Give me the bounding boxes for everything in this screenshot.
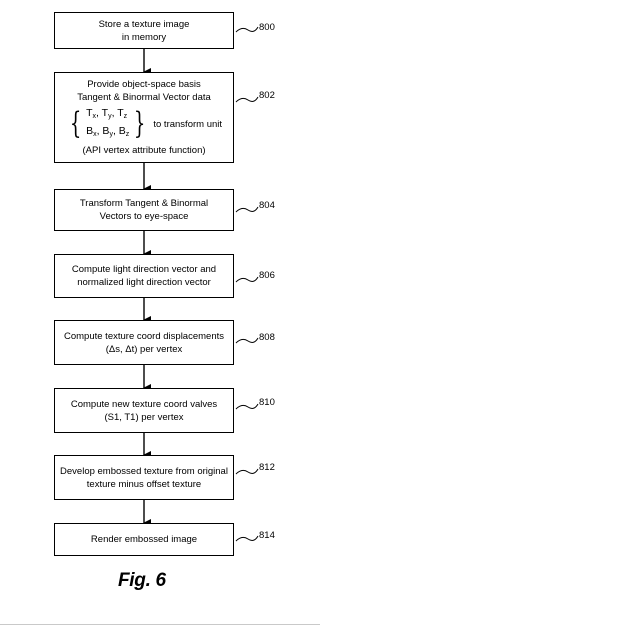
step-800-box: Store a texture image in memory [54, 12, 234, 49]
step-810-line-1: Compute new texture coord valves [70, 398, 218, 410]
vector-group: { Tx, Ty, Tz Bx, By, Bz } to transform u… [66, 106, 222, 142]
step-810-box: Compute new texture coord valves (S1, T1… [54, 388, 234, 433]
figure-caption: Fig. 6 [118, 570, 166, 591]
leader-814 [235, 535, 259, 542]
leader-804 [235, 206, 259, 213]
step-800-ref: 800 [259, 22, 275, 33]
leader-808 [235, 337, 259, 344]
leader-802 [235, 96, 259, 103]
step-806-box: Compute light direction vector and norma… [54, 254, 234, 298]
step-804-line-2: Vectors to eye-space [99, 211, 189, 222]
step-812-line-1: Develop embossed texture from original [60, 465, 228, 477]
leader-810 [235, 403, 259, 410]
step-808-line-1: Compute texture coord displacements [64, 330, 224, 342]
step-808-line-2: (Δs, Δt) per vertex [105, 343, 183, 355]
step-800-line-2: in memory [121, 31, 167, 43]
left-brace-icon: { [69, 106, 82, 141]
step-802-line-1: Provide object-space basis [87, 79, 201, 90]
right-brace-icon: } [134, 106, 146, 141]
tangent-vector: Tx, Ty, Tz [86, 107, 128, 120]
step-812-box: Develop embossed texture from original t… [54, 455, 234, 500]
step-812-line-2: texture minus offset texture [86, 478, 202, 490]
step-814-ref: 814 [259, 530, 275, 541]
step-804-line-1: Transform Tangent & Binormal [79, 198, 209, 209]
step-802-ref: 802 [259, 90, 275, 101]
reference-leaders [235, 26, 259, 542]
leader-800 [235, 26, 259, 33]
step-810-line-2: (S1, T1) per vertex [104, 411, 184, 423]
vector-destination: to transform unit [153, 118, 223, 130]
step-802-box: Provide object-space basis Tangent & Bin… [54, 72, 234, 163]
page-bottom-rule [0, 624, 320, 625]
step-814-line-1: Render embossed image [90, 534, 198, 545]
step-808-ref: 808 [259, 332, 275, 343]
step-812-ref: 812 [259, 462, 275, 473]
step-806-line-2: normalized light direction vector [77, 277, 211, 288]
step-802-line-2: Tangent & Binormal Vector data [77, 92, 211, 103]
step-814-box: Render embossed image [54, 523, 234, 556]
leader-806 [235, 276, 259, 283]
step-810-ref: 810 [259, 397, 275, 408]
step-806-ref: 806 [259, 270, 275, 281]
step-804-box: Transform Tangent & Binormal Vectors to … [54, 189, 234, 231]
step-800-line-1: Store a texture image [98, 18, 190, 30]
leader-812 [235, 468, 259, 475]
step-804-ref: 804 [259, 200, 275, 211]
step-802-footer: (API vertex attribute function) [82, 145, 206, 156]
binormal-vector: Bx, By, Bz [86, 125, 130, 138]
vector-rows: Tx, Ty, Tz Bx, By, Bz [86, 106, 129, 142]
step-808-box: Compute texture coord displacements (Δs,… [54, 320, 234, 365]
step-806-line-1: Compute light direction vector and [71, 264, 217, 275]
